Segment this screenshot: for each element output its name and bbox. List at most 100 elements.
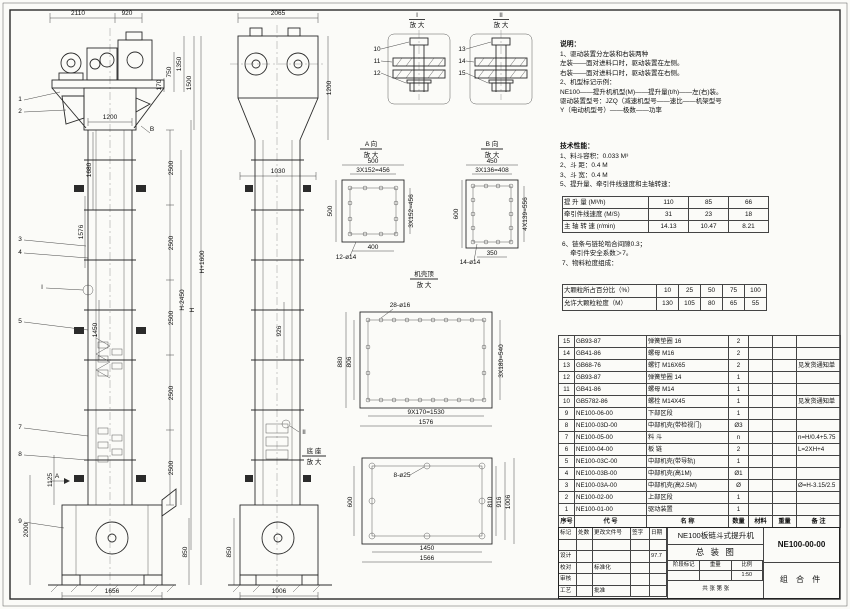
part-name: 中部机壳(高1M) [647, 468, 729, 480]
part-weight [773, 408, 797, 420]
note-line: 牵引件安全系数＞7。 [562, 250, 633, 258]
detail-casing-top-view [345, 278, 501, 427]
part-name: 弹簧垫圈 14 [647, 372, 729, 384]
dim-label: II [302, 429, 306, 436]
perf-label: 提 升 量 (M³/h) [563, 197, 649, 209]
part-material [749, 360, 773, 372]
note-line: 2、机型标记示例： [560, 79, 616, 87]
part-remark: Ø=H-3.15/2.5 [797, 480, 841, 492]
dim-label: 10 [373, 46, 381, 53]
tb-empty [577, 551, 593, 563]
dim-label: 4X139=556 [522, 197, 529, 231]
dim-label: 3X152=456 [356, 167, 390, 174]
dim-label: I [416, 12, 418, 19]
part-code: NE100-02-00 [575, 492, 647, 504]
part-weight [773, 336, 797, 348]
perf-value: 14.13 [649, 221, 689, 233]
part-index: 6 [559, 444, 575, 456]
tb-label-review: 审核 [559, 574, 577, 586]
dim-label: 750 [166, 66, 173, 77]
tb-empty [577, 539, 593, 551]
part-qty: 1 [729, 504, 749, 516]
part-weight [773, 492, 797, 504]
tb-label-design: 设计 [559, 551, 577, 563]
dim-label: II [499, 12, 503, 19]
part-qty: 1 [729, 384, 749, 396]
particle-value: 25 [679, 285, 701, 298]
dim-label: 916 [496, 496, 503, 507]
part-weight [773, 456, 797, 468]
title-block-number: NE100-00-00 组 合 件 [763, 528, 839, 598]
perf-value: 23 [689, 209, 729, 221]
perf-value: 8.21 [729, 221, 769, 233]
parts-row: 6 NE100-04-00 板 链 2 L=2XH+4 [559, 444, 841, 456]
tech-line: 2、斗 距：0.4 M [560, 162, 608, 170]
part-name: 螺钉 M16X65 [647, 360, 729, 372]
particle-row: 大颗粒所占百分比（%） 10 25 50 75 100 [563, 285, 767, 298]
part-index: 2 [559, 492, 575, 504]
dim-label: 926 [276, 325, 283, 336]
tb-design-date: 97.7 [650, 551, 668, 563]
part-material [749, 492, 773, 504]
part-name: 中部机壳(带检视门) [647, 420, 729, 432]
dim-label: 13 [458, 46, 466, 53]
side-view-dimensions [233, 13, 329, 600]
part-remark [797, 408, 841, 420]
dim-label: 2500 [168, 460, 175, 475]
dim-label: 920 [122, 10, 133, 17]
dim-label: 350 [487, 250, 498, 257]
dim-label: 1200 [103, 114, 118, 121]
part-qty: Ø [729, 480, 749, 492]
dim-label: 放 大 [417, 280, 432, 289]
part-qty: 2 [729, 444, 749, 456]
dim-label: 1680 [86, 162, 93, 177]
tb-label-doc: 更改文件号 [593, 528, 631, 540]
part-index: 1 [559, 504, 575, 516]
note-line: 左装——面对进料口时，驱动装置在左侧。 [560, 60, 684, 68]
notes-block: 说明： 1、驱动装置分左装和右装两种左装——面对进料口时，驱动装置在左侧。右装—… [560, 40, 840, 116]
part-weight [773, 468, 797, 480]
parts-row: 15 GB93-87 弹簧垫圈 16 2 [559, 336, 841, 348]
detail-A-view [335, 148, 411, 257]
part-code: GB93-87 [575, 336, 647, 348]
part-weight [773, 420, 797, 432]
dim-label: 1566 [420, 555, 435, 562]
parts-row: 13 GB68-76 螺钉 M16X65 2 见发货通知单 [559, 360, 841, 372]
particle-label: 允许大颗粒粒度（M） [563, 298, 657, 311]
dim-label: 2500 [168, 235, 175, 250]
part-remark: n=H/0.4+5.75 [797, 432, 841, 444]
dim-label: 850 [226, 546, 233, 557]
particle-value: 100 [745, 285, 767, 298]
part-qty: 1 [729, 408, 749, 420]
tb-label-approve: 批准 [593, 585, 631, 597]
note-line: 右装——面对进料口时，驱动装置在右侧。 [560, 69, 684, 77]
inner-frame [9, 9, 841, 600]
part-index: 9 [559, 408, 575, 420]
part-remark [797, 456, 841, 468]
dim-label: 170 [156, 79, 163, 90]
part-code: GB41-86 [575, 384, 647, 396]
tb-label-check: 校对 [559, 562, 577, 574]
dim-label: 1576 [78, 224, 85, 239]
dim-label: 1450 [92, 322, 99, 337]
tb-empty [631, 539, 650, 551]
dim-label: 600 [347, 496, 354, 507]
tb-empty [631, 585, 650, 597]
note-line: 驱动装置型号：JZQ（减速机型号——速比——机架型号 [560, 98, 722, 106]
dim-label: H-2450 [179, 289, 186, 311]
part-index: 13 [559, 360, 575, 372]
dim-label: 1006 [505, 494, 512, 509]
part-qty: 2 [729, 360, 749, 372]
parts-row: 11 GB41-86 螺母 M14 1 [559, 384, 841, 396]
part-name: 料 斗 [647, 432, 729, 444]
notes-lines: 1、驱动装置分左装和右装两种左装——面对进料口时，驱动装置在左侧。右装——面对进… [560, 50, 840, 116]
dim-label: 放 大 [485, 150, 500, 159]
tb-label-stage: 阶段标记 [668, 561, 700, 571]
part-code: GB5782-86 [575, 396, 647, 408]
dim-label: 7 [18, 424, 22, 431]
tb-label-mark: 标记 [559, 528, 577, 540]
part-material [749, 396, 773, 408]
part-name: 下部区段 [647, 408, 729, 420]
dim-label: 机壳顶 [414, 269, 434, 278]
